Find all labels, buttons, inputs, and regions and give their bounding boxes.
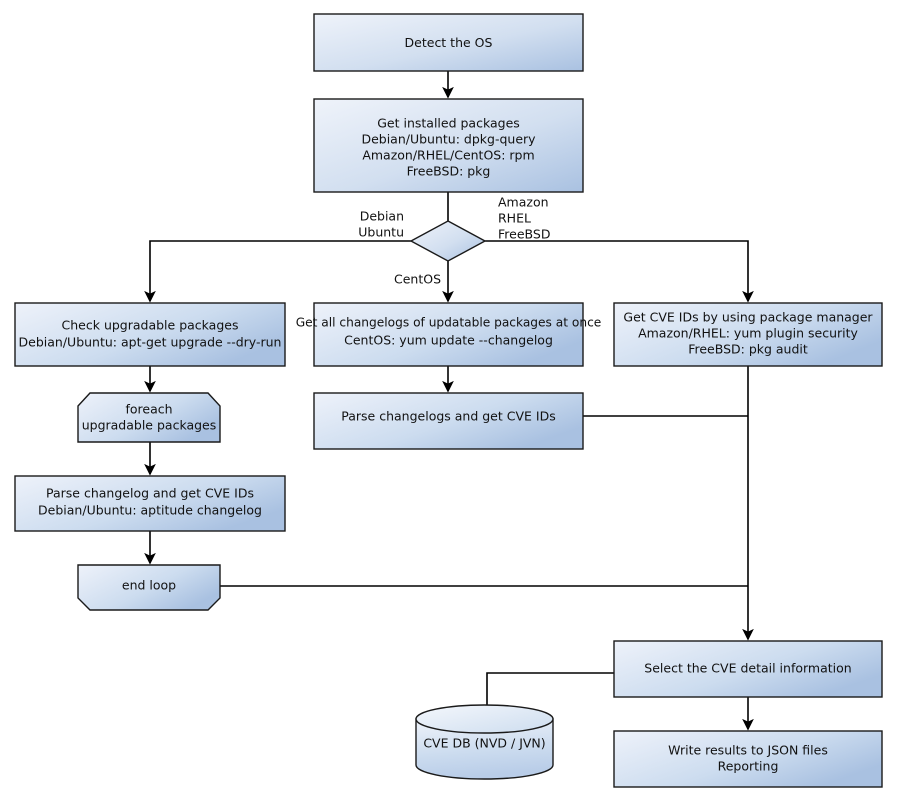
check-upgradable-line-2: Debian/Ubuntu: apt-get upgrade --dry-run [19, 335, 282, 350]
detect-os-box[interactable] [313, 13, 584, 72]
cve-db-cylinder-body[interactable] [415, 718, 554, 780]
get-cve-pkgmgr-line-1: Get CVE IDs by using package manager [623, 310, 873, 325]
get-cve-pkgmgr-box[interactable] [613, 302, 883, 367]
select-cve-detail-label: Select the CVE detail information [644, 661, 851, 676]
check-upgradable-box[interactable] [14, 302, 286, 367]
foreach-line-1: foreach [125, 402, 172, 417]
edge-decision-to-get-cve-pkgmgr [485, 240, 754, 303]
parse-changelog-line-2: Debian/Ubuntu: aptitude changelog [38, 503, 262, 518]
detect-os-label: Detect the OS [405, 35, 493, 50]
foreach-loop-shape[interactable] [77, 392, 221, 443]
label-ubuntu: Ubuntu [358, 225, 404, 240]
node-os-decision[interactable] [409, 220, 487, 262]
cve-db-label: CVE DB (NVD / JVN) [423, 736, 545, 751]
get-cve-pkgmgr-line-2: Amazon/RHEL: yum plugin security [638, 326, 858, 341]
decision-edge-labels: Debian Ubuntu Amazon RHEL FreeBSD CentOS [358, 195, 550, 287]
get-all-changelogs-line-2: CentOS: yum update --changelog [344, 333, 553, 348]
label-debian: Debian [360, 209, 404, 224]
write-results-box[interactable] [613, 730, 883, 788]
node-cve-db[interactable]: CVE DB (NVD / JVN) [415, 704, 554, 780]
label-rhel: RHEL [498, 211, 531, 226]
node-check-upgradable[interactable]: Check upgradable packages Debian/Ubuntu:… [14, 302, 286, 367]
edge-cve-db-to-select-cve [486, 672, 614, 714]
cve-db-cylinder-top [415, 704, 554, 734]
write-results-line-1: Write results to JSON files [668, 743, 828, 758]
end-loop-shape[interactable] [77, 564, 221, 611]
check-upgradable-line-1: Check upgradable packages [62, 318, 239, 333]
label-centos: CentOS [394, 272, 441, 287]
node-get-installed-packages[interactable]: Get installed packages Debian/Ubuntu: dp… [313, 98, 584, 193]
edge-layer [144, 71, 754, 731]
write-results-line-2: Reporting [718, 759, 779, 774]
get-installed-line-4: FreeBSD: pkg [407, 164, 491, 179]
node-write-results[interactable]: Write results to JSON files Reporting [613, 730, 883, 788]
os-decision-diamond[interactable] [409, 220, 487, 262]
get-all-changelogs-box[interactable] [313, 302, 584, 367]
node-select-cve-detail[interactable]: Select the CVE detail information [613, 640, 883, 698]
select-cve-detail-box[interactable] [613, 640, 883, 698]
get-installed-line-1: Get installed packages [377, 116, 520, 131]
node-get-cve-pkgmgr[interactable]: Get CVE IDs by using package manager Ama… [613, 302, 883, 367]
get-installed-line-3: Amazon/RHEL/CentOS: rpm [362, 148, 534, 163]
parse-changelog-box[interactable] [14, 475, 286, 532]
parse-changelogs-cve-label: Parse changelogs and get CVE IDs [341, 409, 555, 424]
parse-changelogs-cve-box[interactable] [313, 392, 584, 450]
node-foreach-loop[interactable]: foreach upgradable packages [77, 392, 221, 443]
get-all-changelogs-line-1: Get all changelogs of updatable packages… [296, 316, 602, 330]
node-parse-changelog[interactable]: Parse changelog and get CVE IDs Debian/U… [14, 475, 286, 532]
label-freebsd: FreeBSD [498, 227, 550, 242]
node-parse-changelogs-cve[interactable]: Parse changelogs and get CVE IDs [313, 392, 584, 450]
get-cve-pkgmgr-line-3: FreeBSD: pkg audit [688, 342, 808, 357]
node-detect-os[interactable]: Detect the OS [313, 13, 584, 72]
label-amazon: Amazon [498, 195, 549, 210]
node-get-all-changelogs[interactable]: Get all changelogs of updatable packages… [296, 302, 602, 367]
edge-decision-to-check-upgradable [144, 240, 411, 303]
get-installed-line-2: Debian/Ubuntu: dpkg-query [361, 132, 536, 147]
parse-changelog-line-1: Parse changelog and get CVE IDs [46, 486, 254, 501]
get-installed-box[interactable] [313, 98, 584, 193]
foreach-line-2: upgradable packages [82, 418, 217, 433]
node-end-loop[interactable]: end loop [77, 564, 221, 611]
end-loop-label: end loop [122, 578, 176, 593]
